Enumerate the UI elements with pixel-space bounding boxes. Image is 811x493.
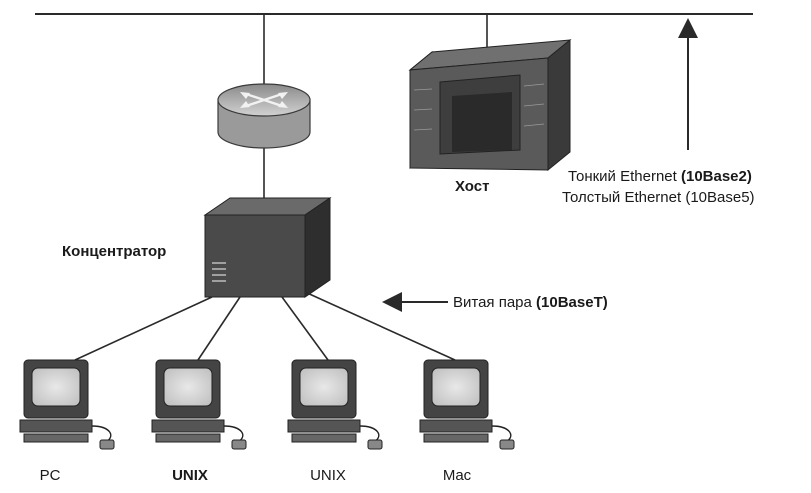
computer-label-unix-1: UNIX <box>172 467 208 484</box>
twisted-pair-cables <box>74 291 456 361</box>
hub-icon <box>203 197 332 298</box>
router-icon <box>217 83 311 149</box>
computer-label-unix-2: UNIX <box>310 467 346 484</box>
hub-label: Концентратор <box>62 243 167 260</box>
desktop-computer-icon <box>419 359 515 450</box>
host-label: Хост <box>455 178 490 195</box>
computer-label-mac: Mac <box>442 467 472 484</box>
twisted-pair-text: Витая пара <box>453 294 537 311</box>
desktop-computer-icon <box>19 359 115 450</box>
thick-ethernet-label: Толстый Ethernet (10Base5) <box>562 189 755 206</box>
computer-label-pc: PC <box>39 467 61 484</box>
thin-ethernet-label: Тонкий Ethernet (10Base2) <box>568 168 752 186</box>
twisted-pair-code: (10BaseT) <box>536 294 608 311</box>
computers <box>19 359 515 450</box>
twisted-pair-label: Витая пара (10BaseT) <box>453 294 608 312</box>
desktop-computer-icon <box>151 359 247 450</box>
desktop-computer-icon <box>287 359 383 450</box>
thin-ethernet-text: Тонкий Ethernet <box>568 168 681 185</box>
thin-ethernet-code: (10Base2) <box>680 168 752 185</box>
host-server-icon <box>408 38 572 172</box>
